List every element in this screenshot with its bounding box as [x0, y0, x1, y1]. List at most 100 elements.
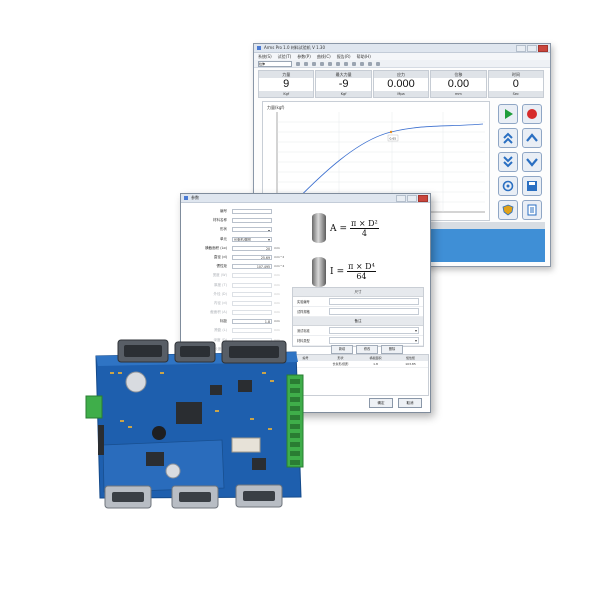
save-button[interactable]: [522, 176, 542, 196]
fast-up-button[interactable]: [498, 128, 518, 148]
form-input[interactable]: [232, 291, 272, 297]
up-button[interactable]: [522, 128, 542, 148]
form-input[interactable]: [232, 300, 272, 306]
form-label: 标距: [220, 319, 227, 324]
control-button-pad: [495, 102, 545, 222]
form-input[interactable]: [232, 282, 272, 288]
readout-unit: Sec: [488, 91, 544, 97]
panel-row-input[interactable]: [329, 308, 419, 315]
ok-button[interactable]: 确定: [369, 398, 393, 408]
form-row: 编号: [185, 208, 285, 217]
toolbar-button[interactable]: [376, 61, 380, 66]
menu-test[interactable]: 试验(T): [277, 54, 292, 59]
readout-value: 0: [512, 78, 519, 90]
form-input[interactable]: [232, 337, 272, 343]
dialog-footer: 确定 取消: [369, 398, 422, 408]
minimize-button[interactable]: [396, 195, 406, 202]
panel-row-select[interactable]: [329, 337, 419, 344]
menu-system[interactable]: 系统(S): [258, 54, 272, 59]
close-button[interactable]: [418, 195, 428, 202]
form-row: 长度 (L) mm: [185, 346, 285, 355]
panel-row-input[interactable]: [329, 298, 419, 305]
toolbar-button[interactable]: [344, 61, 348, 66]
menu-report[interactable]: 报告(R): [336, 54, 351, 59]
toolbar-button[interactable]: [304, 61, 308, 66]
delete-button[interactable]: 删除: [381, 345, 403, 354]
toolbar-button[interactable]: [320, 61, 324, 66]
report-button[interactable]: [522, 200, 542, 220]
form-row: 厚度 (T)mm: [185, 282, 285, 291]
pcb-sub-board: [102, 439, 225, 493]
form-input[interactable]: 1.8: [232, 319, 272, 325]
column-header: 形状: [337, 356, 344, 360]
readout-displacement: 位移 0.00 mm: [430, 70, 487, 98]
status-strip: [428, 222, 545, 229]
stop-button[interactable]: [522, 104, 542, 124]
bottom-connectors: [104, 484, 283, 509]
toolbar-button[interactable]: [352, 61, 356, 66]
cancel-button[interactable]: 取消: [398, 398, 422, 408]
form-unit: mm^4: [274, 264, 285, 269]
form-unit: mm: [274, 310, 280, 315]
toolbar-button[interactable]: [368, 61, 372, 66]
form-input[interactable]: [232, 218, 272, 224]
toolbar-button[interactable]: [360, 61, 364, 66]
add-button[interactable]: 新增: [331, 345, 353, 354]
form-unit: mm: [274, 346, 280, 351]
edit-button[interactable]: 修改: [356, 345, 378, 354]
form-input[interactable]: 107.495: [232, 264, 272, 270]
form-row: 材料名称: [185, 217, 285, 226]
toolbar-button[interactable]: [312, 61, 316, 66]
test-type-select[interactable]: 拉伸: [258, 60, 292, 67]
maximize-button[interactable]: [407, 195, 417, 202]
minimize-button[interactable]: [516, 45, 526, 52]
start-button[interactable]: [498, 104, 518, 124]
panel-row: 测试标准: [293, 326, 423, 336]
down-button[interactable]: [522, 152, 542, 172]
form-label: 单元: [220, 236, 227, 241]
column-header: 编号: [302, 356, 309, 360]
fast-down-button[interactable]: [498, 152, 518, 172]
shield-icon: [502, 204, 514, 216]
form-input[interactable]: 25.69: [232, 254, 272, 260]
form-input[interactable]: [232, 310, 272, 316]
maximize-button[interactable]: [527, 45, 537, 52]
table-cell: 103.85: [405, 362, 416, 366]
form-label: 长度 (L): [214, 346, 227, 351]
menu-help[interactable]: 帮助(H): [356, 54, 371, 59]
panel-row-label: 材料类型: [297, 339, 310, 343]
protect-button[interactable]: [498, 200, 518, 220]
form-label: 深度 (D): [213, 337, 227, 342]
form-unit: mm^2: [274, 254, 285, 259]
form-select[interactable]: 长条形/圆形: [232, 236, 272, 242]
readout-time: 时间 0 Sec: [487, 70, 545, 98]
form-input[interactable]: 20: [232, 245, 272, 251]
form-input[interactable]: [232, 273, 272, 279]
app-icon: [257, 46, 261, 50]
close-button[interactable]: [538, 45, 548, 52]
blue-status-panel: [428, 222, 545, 262]
form-row: 形状: [185, 226, 285, 235]
form-input[interactable]: [232, 346, 272, 352]
form-label: 外径 (D): [213, 291, 227, 296]
form-unit: mm: [274, 282, 280, 287]
form-select[interactable]: [232, 227, 272, 233]
specimen-table[interactable]: 编号 形状 横截面积 惯性矩 长条形/圆形 1.8 103.85: [287, 354, 429, 396]
form-label: 跨距 (L): [214, 328, 227, 333]
form-row: 截面积 (A)mm: [185, 309, 285, 318]
readout-value: 9: [283, 78, 290, 90]
panel-row-select[interactable]: [329, 327, 419, 334]
toolbar-button[interactable]: [296, 61, 300, 66]
menu-curve[interactable]: 曲线(C): [316, 54, 331, 59]
form-input[interactable]: [232, 209, 272, 214]
toolbar-button[interactable]: [328, 61, 332, 66]
toolbar-button[interactable]: [336, 61, 340, 66]
menu-params[interactable]: 参数(P): [297, 54, 311, 59]
double-up-icon: [503, 132, 513, 144]
reset-button[interactable]: [498, 176, 518, 196]
table-row[interactable]: 长条形/圆形 1.8 103.85: [288, 361, 428, 368]
form-label: 形状: [220, 227, 227, 232]
form-input[interactable]: [232, 328, 272, 334]
